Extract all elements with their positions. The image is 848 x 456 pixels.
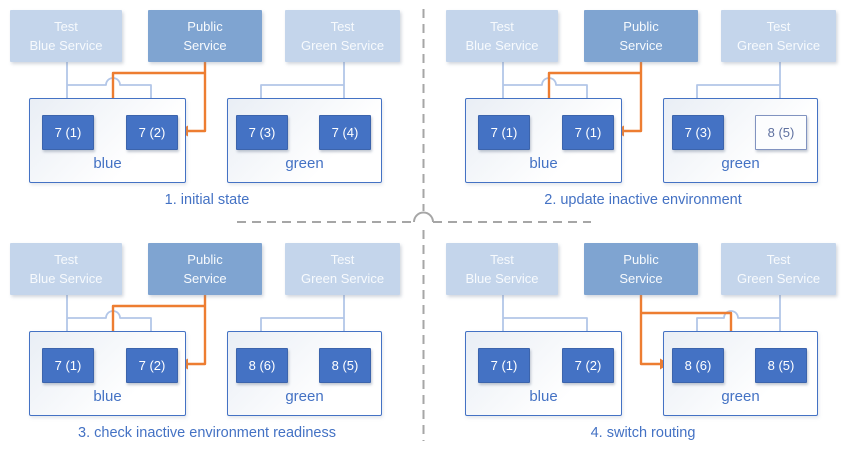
service-label-line: Green Service <box>736 271 821 286</box>
panel-switch-routing: Test Blue Service Public Service Test Gr… <box>436 233 848 456</box>
test-green-service-box: Test Green Service <box>285 243 400 295</box>
service-label-line: Blue Service <box>465 38 539 53</box>
service-label-line: Service <box>183 38 227 53</box>
green-environment-box: 7 (3) 8 (5) green <box>663 98 818 183</box>
pod-green-2: 7 (4) <box>319 115 371 150</box>
service-label-line: Public <box>623 252 659 267</box>
test-blue-service-box: Test Blue Service <box>10 10 122 62</box>
service-label-line: Service <box>183 271 227 286</box>
pod-blue-2: 7 (2) <box>126 348 178 383</box>
panel-update-inactive-environment: Test Blue Service Public Service Test Gr… <box>436 0 848 228</box>
panel-caption: 3. check inactive environment readiness <box>78 425 336 441</box>
pod-green-1: 8 (6) <box>672 348 724 383</box>
public-service-box: Public Service <box>584 243 698 295</box>
pod-blue-1: 7 (1) <box>478 348 530 383</box>
public-service-box: Public Service <box>148 10 262 62</box>
pod-blue-2: 7 (2) <box>562 348 614 383</box>
service-label-line: Test <box>330 19 355 34</box>
service-label-line: Test <box>766 252 791 267</box>
blue-environment-box: 7 (1) 7 (1) blue <box>465 98 622 183</box>
service-label-line: Public <box>187 252 223 267</box>
service-label-line: Test <box>766 19 791 34</box>
service-label-line: Test <box>490 19 514 34</box>
service-label-line: Blue Service <box>29 38 103 53</box>
blue-environment-box: 7 (1) 7 (2) blue <box>465 331 622 416</box>
blue-environment-label: blue <box>529 155 558 172</box>
pod-blue-2: 7 (1) <box>562 115 614 150</box>
service-label-line: Test <box>54 19 78 34</box>
service-label-line: Blue Service <box>29 271 103 286</box>
service-label-line: Public <box>187 19 223 34</box>
green-environment-box: 8 (6) 8 (5) green <box>227 331 382 416</box>
service-label-line: Service <box>619 38 663 53</box>
blue-environment-label: blue <box>93 155 122 172</box>
green-environment-box: 8 (6) 8 (5) green <box>663 331 818 416</box>
pod-green-2: 8 (5) <box>319 348 371 383</box>
pod-blue-1: 7 (1) <box>478 115 530 150</box>
test-green-service-box: Test Green Service <box>285 10 400 62</box>
service-label-line: Green Service <box>300 38 385 53</box>
pod-green-1: 7 (3) <box>236 115 288 150</box>
panel-caption: 2. update inactive environment <box>544 192 742 208</box>
green-environment-label: green <box>721 155 760 172</box>
green-environment-box: 7 (3) 7 (4) green <box>227 98 382 183</box>
panel-check-inactive-environment-readiness: Test Blue Service Public Service Test Gr… <box>0 233 424 456</box>
panel-initial-state: Test Blue Service Public Service Test Gr… <box>0 0 424 228</box>
green-environment-label: green <box>721 388 760 405</box>
service-label-line: Test <box>54 252 78 267</box>
test-green-service-box: Test Green Service <box>721 10 836 62</box>
test-green-service-box: Test Green Service <box>721 243 836 295</box>
service-label-line: Blue Service <box>465 271 539 286</box>
panel-caption: 1. initial state <box>164 192 250 208</box>
panel-caption: 4. switch routing <box>590 425 696 441</box>
service-label-line: Test <box>330 252 355 267</box>
test-blue-service-box: Test Blue Service <box>446 243 558 295</box>
public-service-box: Public Service <box>148 243 262 295</box>
pod-green-1: 7 (3) <box>672 115 724 150</box>
public-service-box: Public Service <box>584 10 698 62</box>
service-label-line: Service <box>619 271 663 286</box>
pod-blue-1: 7 (1) <box>42 115 94 150</box>
test-blue-service-box: Test Blue Service <box>446 10 558 62</box>
blue-environment-box: 7 (1) 7 (2) blue <box>29 331 186 416</box>
service-label-line: Public <box>623 19 659 34</box>
blue-environment-label: blue <box>93 388 122 405</box>
service-label-line: Green Service <box>300 271 385 286</box>
pod-blue-2: 7 (2) <box>126 115 178 150</box>
pod-green-1: 8 (6) <box>236 348 288 383</box>
pod-green-2: 8 (5) <box>755 115 807 150</box>
blue-environment-label: blue <box>529 388 558 405</box>
test-blue-service-box: Test Blue Service <box>10 243 122 295</box>
blue-environment-box: 7 (1) 7 (2) blue <box>29 98 186 183</box>
service-label-line: Test <box>490 252 514 267</box>
pod-blue-1: 7 (1) <box>42 348 94 383</box>
green-environment-label: green <box>285 155 324 172</box>
pod-green-2: 8 (5) <box>755 348 807 383</box>
service-label-line: Green Service <box>736 38 821 53</box>
green-environment-label: green <box>285 388 324 405</box>
